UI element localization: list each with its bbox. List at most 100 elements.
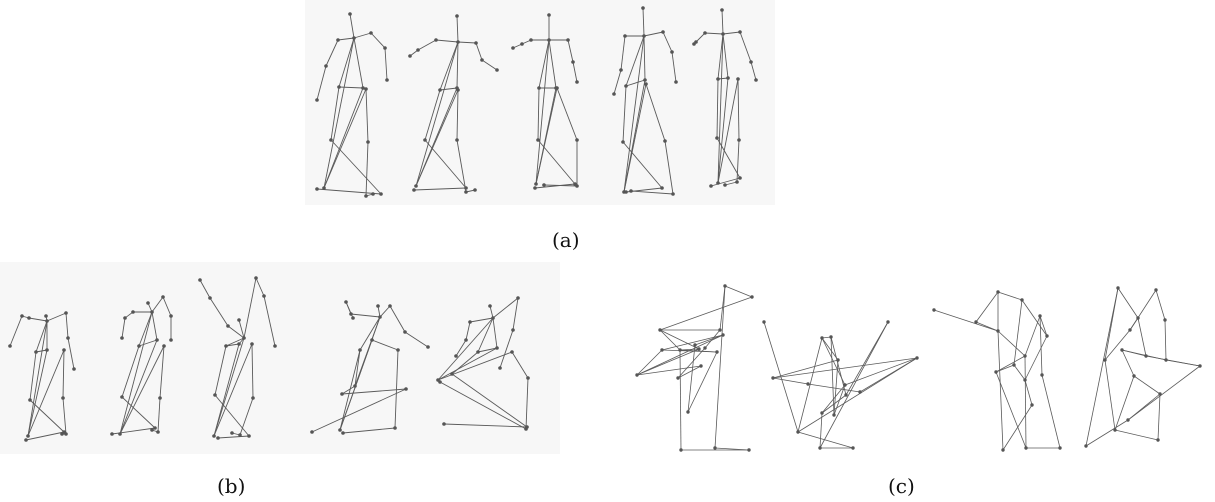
- joint-dot: [1023, 354, 1027, 358]
- joint-dot: [324, 64, 328, 68]
- bone-line: [643, 35, 646, 81]
- bone-line: [1155, 289, 1166, 321]
- joint-dot: [718, 328, 722, 332]
- bone-line: [65, 312, 69, 339]
- bone-line: [325, 39, 339, 67]
- joint-dot: [8, 344, 12, 348]
- joint-dot: [434, 38, 438, 42]
- joint-dot: [416, 48, 420, 52]
- bone-line: [636, 365, 702, 376]
- bone-line: [975, 321, 999, 332]
- bone-line: [435, 39, 459, 43]
- bone-line: [157, 397, 161, 433]
- bone-line: [543, 184, 578, 187]
- joint-dot: [237, 342, 241, 346]
- joint-dot: [161, 295, 165, 299]
- bone-line: [537, 139, 576, 185]
- bone-line: [1117, 287, 1139, 319]
- bone-line: [349, 13, 355, 39]
- joint-dot: [442, 422, 446, 426]
- joint-dot: [455, 138, 459, 142]
- bone-line: [534, 183, 576, 189]
- bone-line: [975, 291, 999, 323]
- caption-b: (b): [217, 474, 246, 498]
- joint-dot: [329, 138, 333, 142]
- bone-line: [687, 344, 696, 413]
- bone-line: [1024, 335, 1048, 381]
- bone-line: [121, 396, 156, 429]
- bone-line: [679, 349, 718, 353]
- joint-dot: [310, 430, 314, 434]
- joint-dot: [575, 138, 579, 142]
- bone-line: [1021, 299, 1048, 337]
- bone-line: [613, 69, 622, 95]
- bone-line: [724, 285, 753, 298]
- joint-dot: [676, 376, 680, 380]
- bone-line: [338, 37, 355, 88]
- bone-line: [338, 86, 364, 89]
- bone-line: [1129, 289, 1157, 331]
- joint-dot: [1038, 314, 1042, 318]
- bone-line: [499, 329, 514, 369]
- joint-dot: [383, 46, 387, 50]
- bone-line: [341, 385, 356, 395]
- joint-dot: [120, 336, 124, 340]
- bone-line: [439, 41, 459, 91]
- joint-dot: [703, 31, 707, 35]
- joint-dot: [26, 434, 30, 438]
- bone-line: [323, 87, 364, 189]
- bone-line: [535, 39, 550, 185]
- joint-dot: [155, 338, 159, 342]
- bone-line: [475, 42, 483, 61]
- joint-dot: [498, 366, 502, 370]
- bone-line: [413, 187, 467, 191]
- bone-line: [339, 316, 381, 431]
- joint-dot: [806, 382, 810, 386]
- bone-line: [636, 349, 663, 376]
- joint-dot: [547, 13, 551, 17]
- joint-dot: [488, 304, 492, 308]
- bone-line: [1104, 287, 1119, 361]
- bone-line: [439, 381, 527, 430]
- joint-dot: [932, 308, 936, 312]
- bone-line: [643, 31, 664, 37]
- bone-line: [330, 139, 382, 195]
- bone-line: [659, 296, 753, 331]
- joint-dot: [533, 186, 537, 190]
- bone-line: [339, 349, 361, 431]
- bone-line: [677, 365, 702, 379]
- bone-line: [492, 297, 519, 319]
- joint-dot: [378, 315, 382, 319]
- joint-dot: [526, 376, 530, 380]
- joint-dot: [749, 60, 753, 64]
- bone-line: [465, 321, 471, 341]
- joint-dot: [629, 189, 633, 193]
- bone-line: [119, 311, 153, 435]
- bone-line: [350, 313, 381, 318]
- bone-line: [1133, 375, 1161, 395]
- joint-dot: [247, 434, 251, 438]
- bone-line: [217, 435, 250, 439]
- bone-line: [997, 291, 1023, 301]
- joint-dot: [1020, 298, 1024, 302]
- bone-line: [695, 32, 706, 43]
- bone-line: [687, 351, 718, 413]
- bone-line: [451, 373, 528, 428]
- joint-dot: [642, 34, 646, 38]
- bone-line: [353, 37, 364, 89]
- joint-dot: [426, 345, 430, 349]
- bone-line: [772, 359, 839, 379]
- joint-dot: [388, 304, 392, 308]
- bone-line: [567, 39, 574, 63]
- joint-dot: [369, 31, 373, 35]
- joint-dot: [455, 14, 459, 18]
- joint-dot: [511, 46, 515, 50]
- bone-line: [630, 190, 674, 195]
- joint-dot: [110, 432, 114, 436]
- bone-line: [214, 345, 227, 396]
- skeleton-a5: [692, 8, 758, 188]
- joint-dot: [64, 432, 68, 436]
- joint-dot: [619, 68, 623, 72]
- bone-line: [456, 15, 459, 43]
- joint-dot: [858, 390, 862, 394]
